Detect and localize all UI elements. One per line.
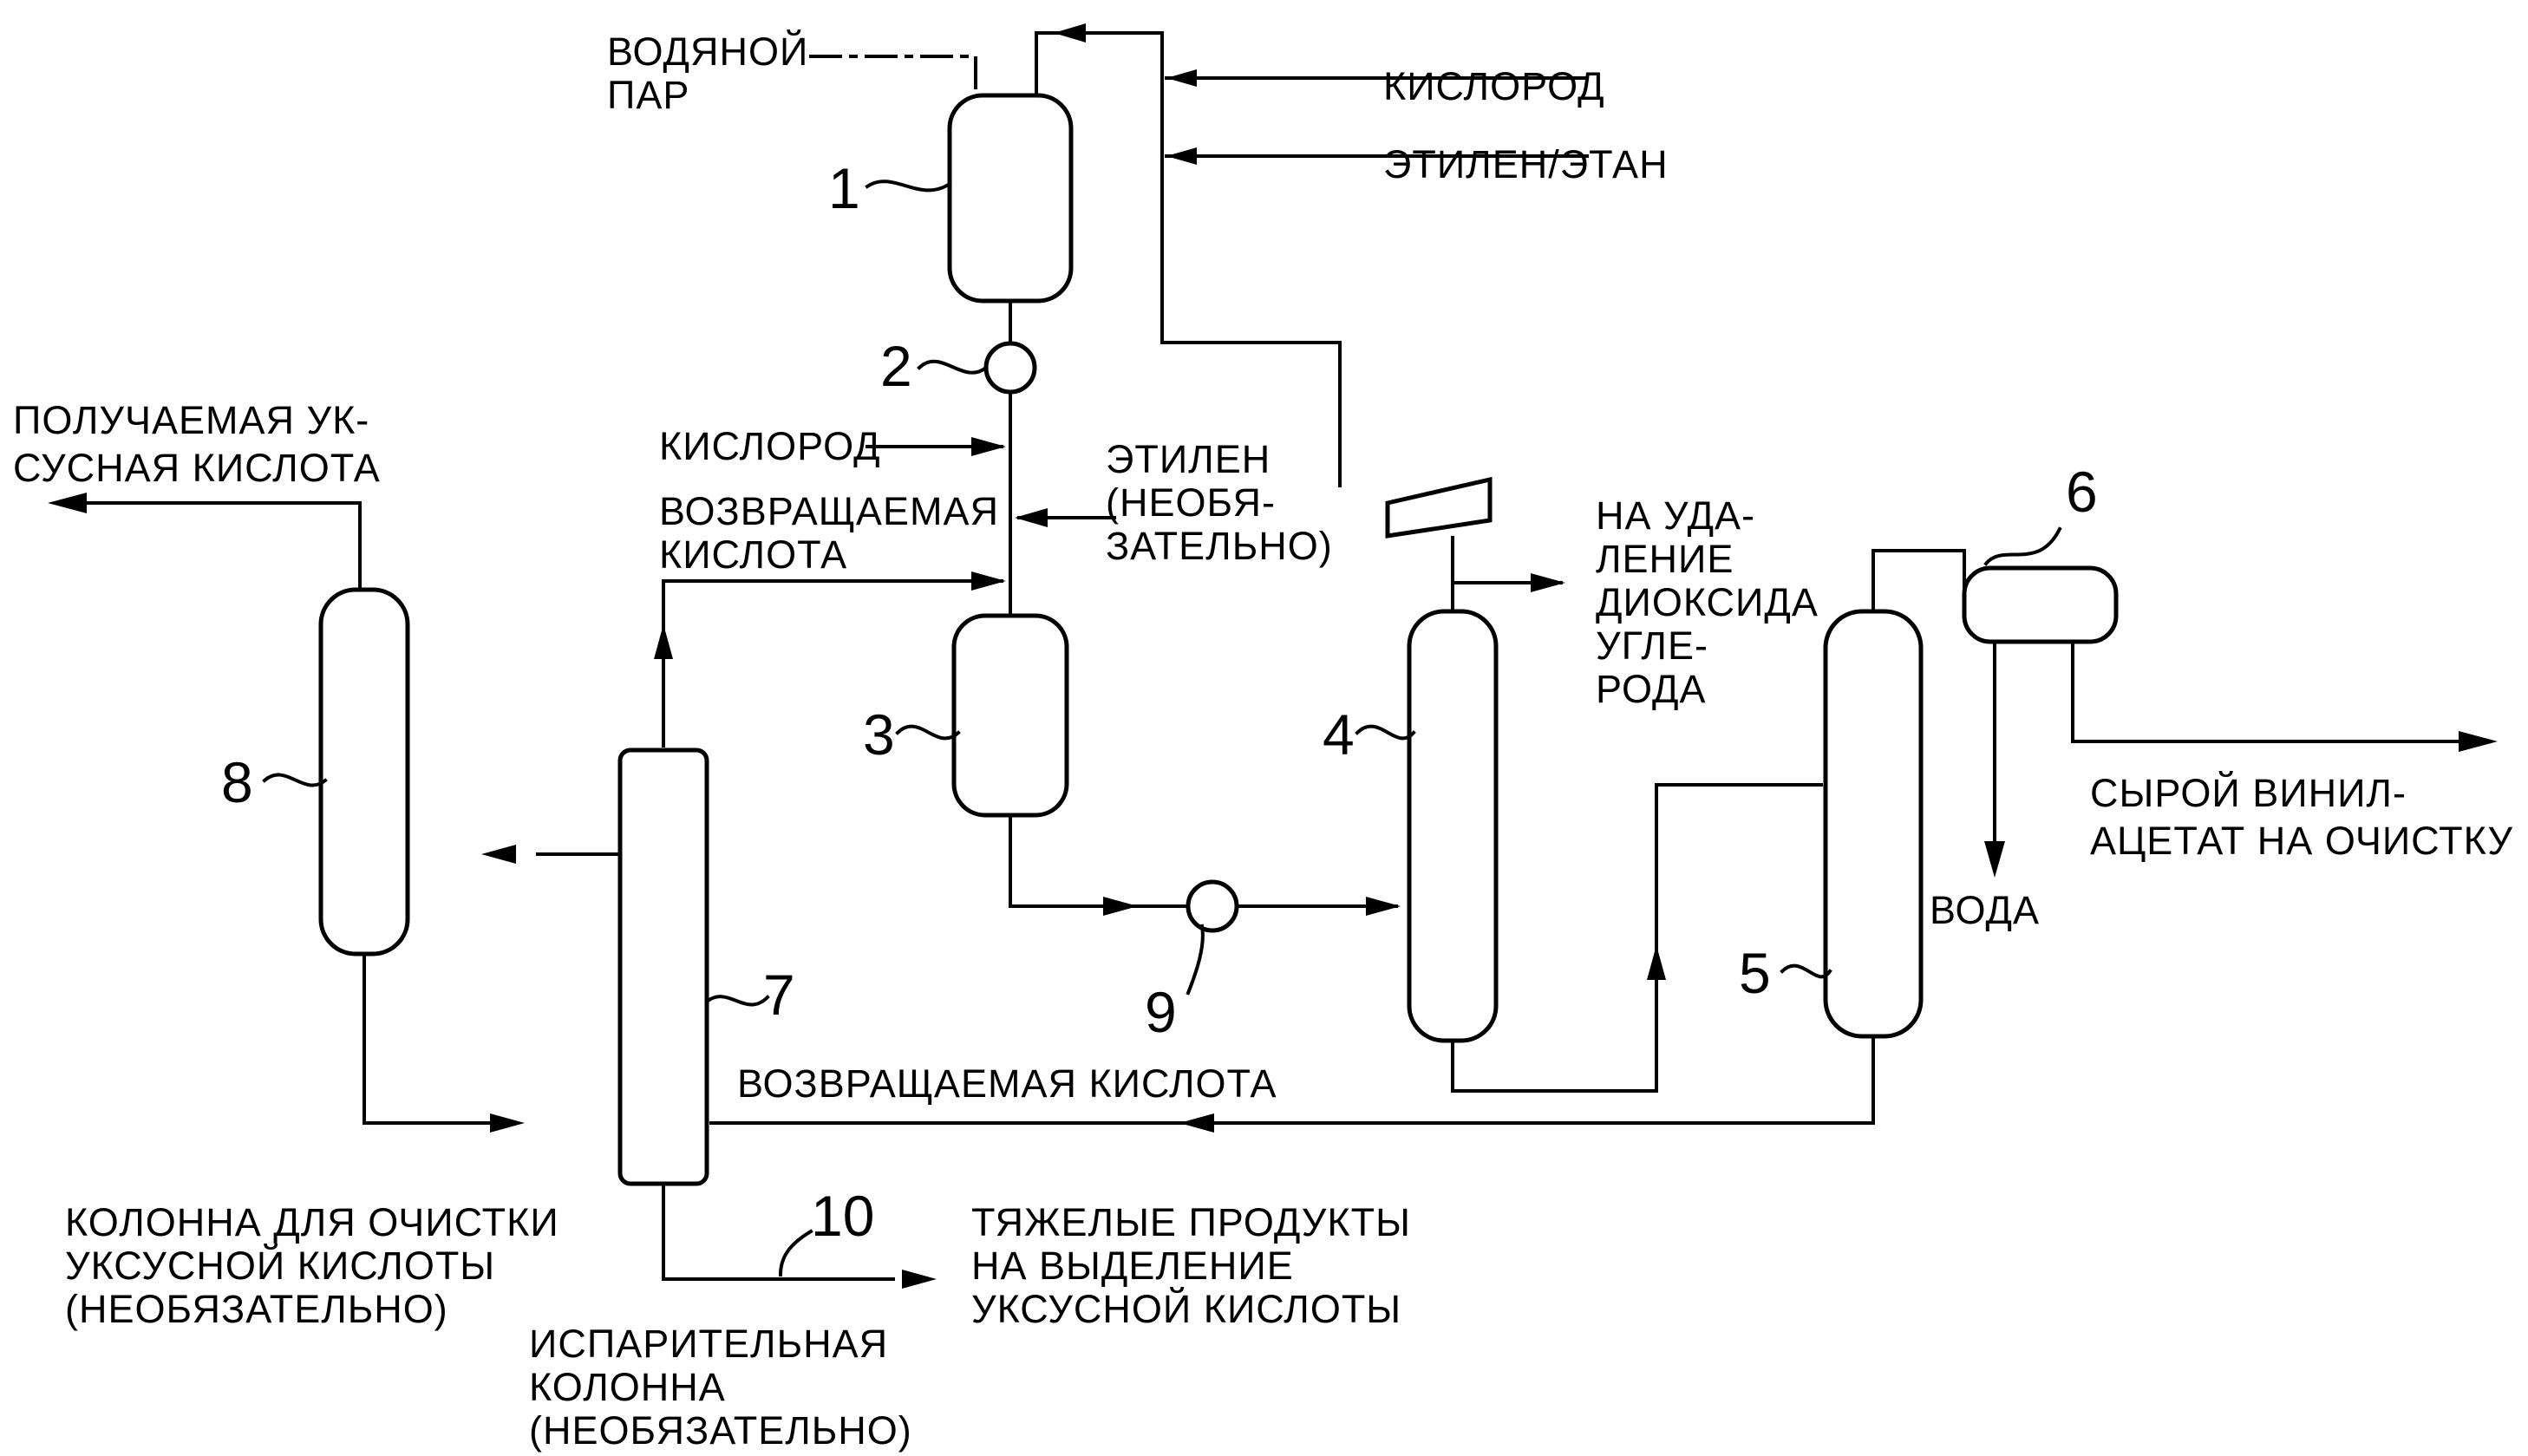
- label-co2-removal-3: ДИОКСИДА: [1596, 580, 1819, 624]
- arrow-oxygen-top: [1166, 69, 1197, 87]
- label-ethylene-optional-1: ЭТИЛЕН: [1106, 437, 1271, 481]
- label-oxygen-top: КИСЛОРОД: [1383, 64, 1605, 108]
- label-acid-column-1: КОЛОННА ДЛЯ ОЧИСТКИ: [65, 1200, 559, 1244]
- label-1: 1: [828, 156, 860, 220]
- label-co2-removal-5: РОДА: [1596, 667, 1707, 711]
- vessel-3: [954, 616, 1067, 815]
- leader-1: [867, 181, 950, 190]
- label-evaporator-3: (НЕОБЯЗАТЕЛЬНО): [529, 1408, 912, 1453]
- leader-6: [1986, 529, 2060, 564]
- reactor-1: [950, 95, 1071, 301]
- label-6: 6: [2066, 460, 2098, 524]
- label-acid-column-3: (НЕОБЯЗАТЕЛЬНО): [65, 1287, 448, 1331]
- arrow-to-col4: [1366, 897, 1401, 916]
- leader-7: [707, 996, 768, 1004]
- label-5: 5: [1739, 941, 1771, 1005]
- label-co2-removal-4: УГЛЕ-: [1596, 624, 1708, 668]
- label-ethylene-optional-3: ЗАТЕЛЬНО): [1106, 524, 1333, 568]
- label-crude-vam-2: АЦЕТАТ НА ОЧИСТКУ: [2090, 819, 2513, 863]
- heat-exchanger-2: [986, 343, 1035, 392]
- label-steam-2: ПАР: [607, 73, 689, 117]
- leader-2: [919, 362, 986, 373]
- label-2: 2: [880, 334, 912, 398]
- arrow-evap-overhead: [654, 624, 673, 659]
- label-9: 9: [1145, 980, 1177, 1044]
- column-5: [1826, 611, 1921, 1036]
- leader-8: [265, 774, 325, 785]
- arrow-evap-to-col8: [481, 845, 516, 864]
- leader-4: [1357, 727, 1414, 739]
- label-3: 3: [863, 702, 895, 767]
- arrow-co2: [1531, 573, 1565, 592]
- leader-10: [781, 1231, 811, 1275]
- label-ethylene-ethane: ЭТИЛЕН/ЭТАН: [1383, 142, 1669, 186]
- label-8: 8: [221, 750, 253, 814]
- steam-line: [811, 56, 976, 95]
- arrow-ethylene-ethane: [1166, 147, 1197, 165]
- arrow-crude-vam: [2459, 731, 2498, 752]
- col8-bottoms-line: [364, 954, 512, 1123]
- pump-9: [1188, 882, 1237, 930]
- leader-3: [898, 727, 958, 739]
- label-co2-removal-2: ЛЕНИЕ: [1596, 537, 1734, 581]
- recycle-acid-bottom-line: [1197, 1032, 1873, 1123]
- arrow-top-feed: [1054, 23, 1086, 42]
- arrow-recycle-acid-top: [971, 571, 1006, 591]
- label-water: ВОДА: [1930, 888, 2040, 932]
- label-evaporator-1: ИСПАРИТЕЛЬНАЯ: [529, 1322, 888, 1366]
- label-recycle-acid-bottom: ВОЗВРАЩАЕМАЯ КИСЛОТА: [737, 1061, 1277, 1106]
- arrow-col8-to-evap: [490, 1113, 525, 1133]
- label-heavies-2: НА ВЫДЕЛЕНИЕ: [971, 1244, 1294, 1288]
- arrow-oxygen-mid: [971, 437, 1006, 456]
- label-evaporator-2: КОЛОННА: [529, 1365, 726, 1409]
- label-co2-removal-1: НА УДА-: [1596, 493, 1755, 538]
- recycle-gas-line: [1036, 33, 1340, 486]
- arrow-water: [1984, 841, 2005, 878]
- arrow-ethylene-optional: [1015, 508, 1048, 527]
- leader-9: [1188, 926, 1203, 993]
- label-acid-column-2: УКСУСНОЙ КИСЛОТЫ: [65, 1244, 495, 1288]
- label-acetic-product-2: СУСНАЯ КИСЛОТА: [13, 446, 381, 490]
- arrow-acetic-product: [48, 493, 87, 513]
- label-oxygen-mid: КИСЛОРОД: [659, 424, 881, 468]
- arrow-to-pump-9: [1103, 897, 1138, 916]
- label-4: 4: [1323, 702, 1355, 767]
- label-7: 7: [763, 963, 795, 1027]
- label-steam-1: ВОДЯНОЙ: [607, 29, 808, 74]
- label-recycle-acid-top-2: КИСЛОТА: [659, 532, 847, 577]
- label-recycle-acid-top-1: ВОЗВРАЩАЕМАЯ: [659, 489, 999, 533]
- label-heavies-1: ТЯЖЕЛЫЕ ПРОДУКТЫ: [971, 1200, 1411, 1244]
- arrow-col4-bottoms: [1647, 945, 1666, 980]
- crude-vam-line: [2073, 611, 2489, 741]
- label-10: 10: [811, 1184, 874, 1248]
- recycle-acid-top-line: [663, 581, 1002, 746]
- arrow-recycle-acid-bottom: [1179, 1113, 1214, 1133]
- column-4: [1409, 611, 1496, 1041]
- evaporator-7: [620, 750, 707, 1184]
- separator-6: [1964, 568, 2116, 642]
- label-ethylene-optional-2: (НЕОБЯ-: [1106, 480, 1276, 525]
- label-heavies-3: УКСУСНОЙ КИСЛОТЫ: [971, 1287, 1401, 1331]
- label-acetic-product-1: ПОЛУЧАЕМАЯ УК-: [13, 398, 369, 442]
- compressor: [1388, 480, 1490, 536]
- label-crude-vam-1: СЫРОЙ ВИНИЛ-: [2090, 771, 2407, 815]
- leader-5: [1782, 966, 1830, 977]
- column-8: [321, 590, 408, 954]
- acetic-product-line: [69, 503, 360, 590]
- arrow-heavies: [902, 1270, 937, 1289]
- line-to-pump-9: [1010, 815, 1188, 906]
